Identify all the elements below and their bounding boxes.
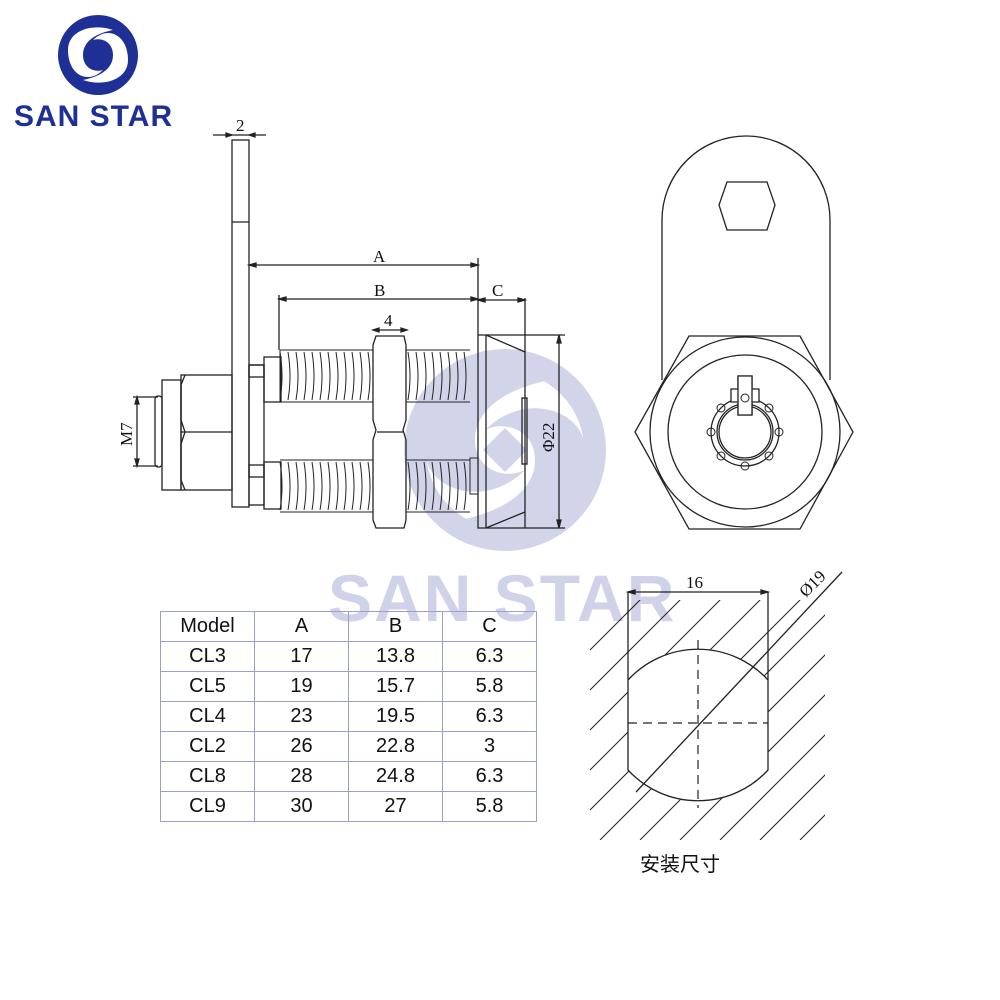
table-row: CL5 19 15.7 5.8 — [160, 671, 537, 702]
dimension-a-label: A — [373, 247, 386, 266]
cell-b: 27 — [348, 791, 443, 822]
installation-size-caption: 安装尺寸 — [640, 852, 720, 876]
header-model: Model — [160, 611, 255, 642]
cutout-width-label: 16 — [686, 573, 703, 592]
side-view-drawing: 2 M7 — [117, 116, 565, 529]
header-a: A — [254, 611, 349, 642]
cell-a: 17 — [254, 641, 349, 672]
cell-c: 5.8 — [442, 791, 537, 822]
cutout-diameter-label: Ø19 — [795, 567, 829, 601]
cell-c: 6.3 — [442, 761, 537, 792]
header-c: C — [442, 611, 537, 642]
cutout-drawing: 16 Ø19 — [589, 567, 843, 840]
dimension-b-label: B — [374, 281, 385, 300]
cell-model: CL3 — [160, 641, 255, 672]
cell-c: 3 — [442, 731, 537, 762]
front-view-drawing — [634, 135, 854, 530]
table-row: CL8 28 24.8 6.3 — [160, 761, 537, 792]
header-b: B — [348, 611, 443, 642]
cell-b: 22.8 — [348, 731, 443, 762]
cell-c: 6.3 — [442, 701, 537, 732]
cell-c: 6.3 — [442, 641, 537, 672]
thread-size-label: M7 — [117, 422, 136, 446]
cell-b: 19.5 — [348, 701, 443, 732]
cell-model: CL2 — [160, 731, 255, 762]
table-header-row: Model A B C — [160, 611, 537, 642]
cell-a: 28 — [254, 761, 349, 792]
cell-model: CL8 — [160, 761, 255, 792]
cell-b: 15.7 — [348, 671, 443, 702]
table-row: CL2 26 22.8 3 — [160, 731, 537, 762]
cell-a: 23 — [254, 701, 349, 732]
head-diameter-label: Φ22 — [539, 423, 558, 452]
spec-table: Model A B C CL3 17 13.8 6.3 CL5 19 15.7 … — [160, 611, 537, 822]
cell-b: 13.8 — [348, 641, 443, 672]
nut-width-label: 4 — [384, 311, 393, 330]
dimension-c-label: C — [492, 281, 503, 300]
cell-b: 24.8 — [348, 761, 443, 792]
cell-a: 30 — [254, 791, 349, 822]
table-row: CL9 30 27 5.8 — [160, 791, 537, 822]
cell-c: 5.8 — [442, 671, 537, 702]
tab-thickness-label: 2 — [236, 116, 245, 135]
cell-a: 19 — [254, 671, 349, 702]
cell-model: CL9 — [160, 791, 255, 822]
cell-model: CL5 — [160, 671, 255, 702]
table-row: CL4 23 19.5 6.3 — [160, 701, 537, 732]
cell-model: CL4 — [160, 701, 255, 732]
table-row: CL3 17 13.8 6.3 — [160, 641, 537, 672]
cell-a: 26 — [254, 731, 349, 762]
brand-logo-text: SAN STAR — [14, 100, 174, 133]
